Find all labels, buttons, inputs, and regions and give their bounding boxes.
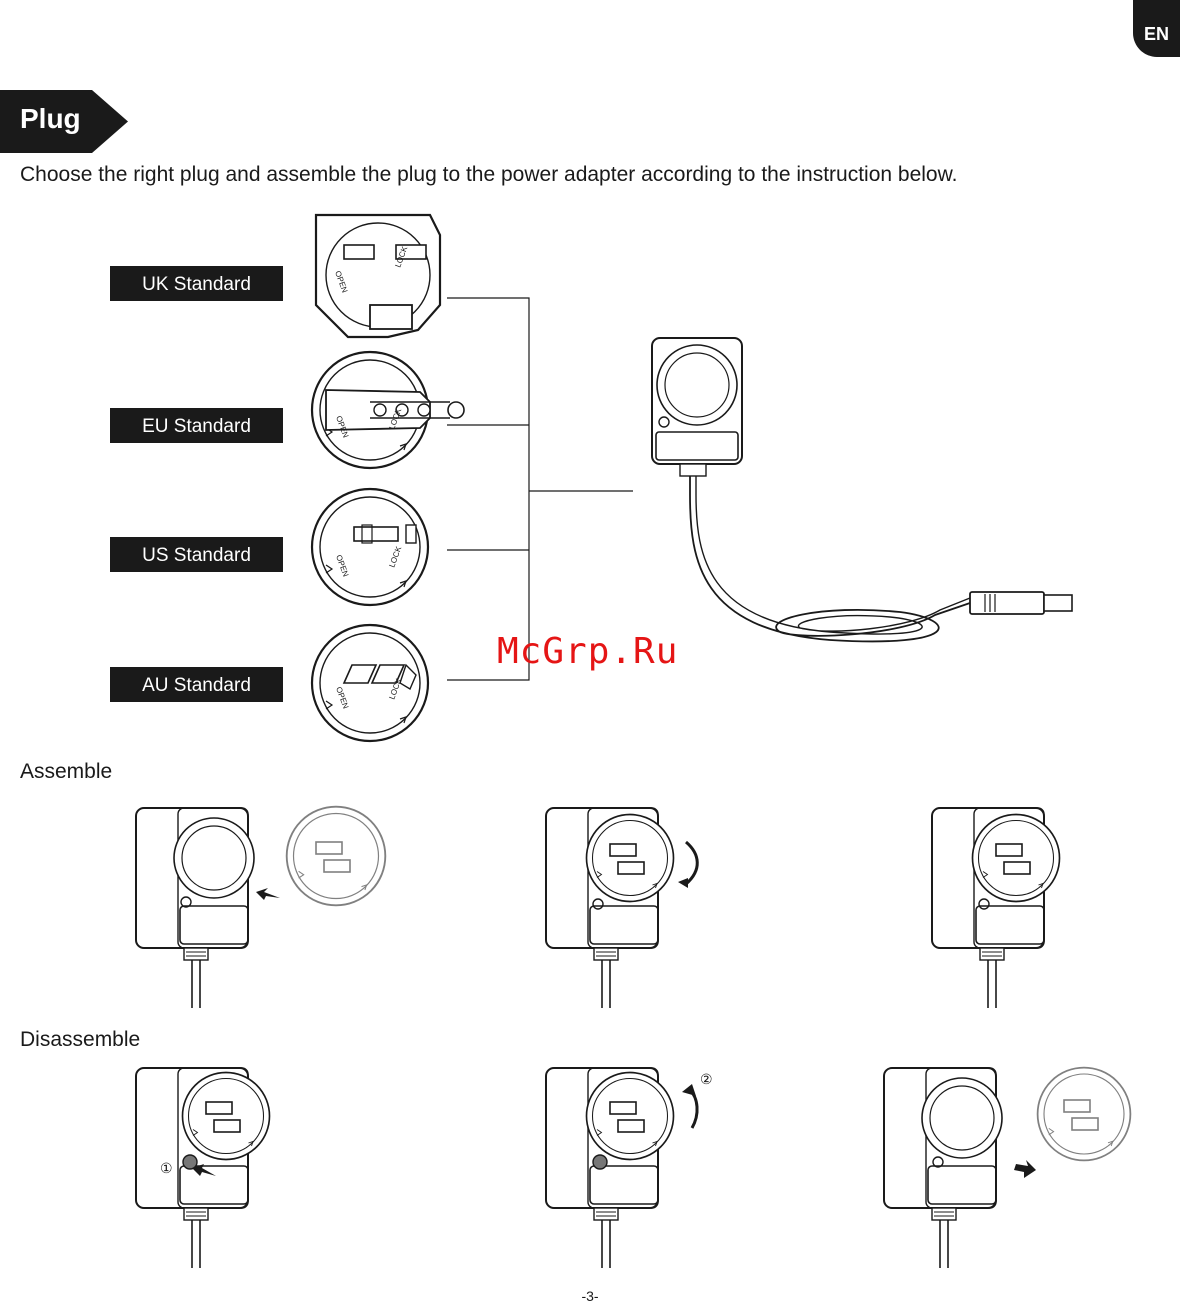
watermark: McGrp.Ru — [497, 631, 678, 672]
assemble-step-2 — [546, 808, 697, 1008]
disassemble-step-2 — [546, 1068, 697, 1268]
power-adapter-illustration — [652, 338, 1072, 641]
assemble-step-1 — [136, 807, 385, 1008]
disassemble-step-1 — [136, 1068, 270, 1268]
disassemble-heading: Disassemble — [20, 1028, 140, 1052]
eu-plug-illustration — [312, 352, 464, 468]
page-number: -3- — [0, 1288, 1180, 1304]
step-marker-2: ② — [700, 1071, 713, 1087]
step-marker-1: ① — [160, 1160, 173, 1176]
us-plug-illustration — [312, 489, 428, 605]
connector-lines — [447, 298, 633, 680]
assemble-step-3 — [932, 808, 1060, 1008]
assemble-heading: Assemble — [20, 760, 112, 784]
au-plug-illustration — [312, 625, 428, 741]
disassemble-step-3 — [884, 1068, 1130, 1268]
